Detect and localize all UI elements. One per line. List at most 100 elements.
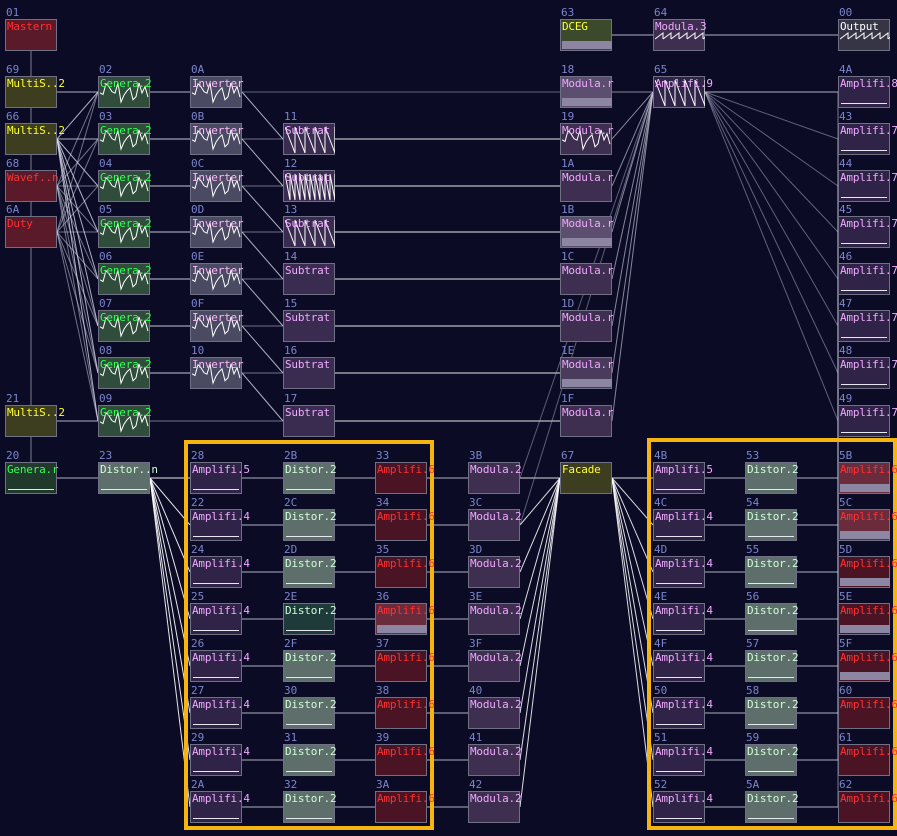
node-1d[interactable]: 1DModula.r xyxy=(560,298,614,342)
node-28[interactable]: 28Amplifi.5 xyxy=(190,450,250,494)
node-0d[interactable]: 0DInverter xyxy=(190,204,244,248)
node-0c[interactable]: 0CInverter xyxy=(190,158,244,202)
node-5e[interactable]: 5EAmplifi.6 xyxy=(838,591,897,635)
node-37[interactable]: 37Amplifi.6 xyxy=(375,638,435,682)
node-6a[interactable]: 6ADuty xyxy=(5,204,57,248)
node-60[interactable]: 60Amplifi.6 xyxy=(838,685,897,729)
node-5f[interactable]: 5FAmplifi.6 xyxy=(838,638,897,682)
node-33[interactable]: 33Amplifi.6 xyxy=(375,450,435,494)
node-35[interactable]: 35Amplifi.6 xyxy=(375,544,435,588)
node-39[interactable]: 39Amplifi.6 xyxy=(375,732,435,776)
node-2e[interactable]: 2EDistor.2 xyxy=(283,591,337,635)
node-22[interactable]: 22Amplifi.4 xyxy=(190,497,250,541)
node-1c[interactable]: 1CModula.r xyxy=(560,251,614,295)
node-5d[interactable]: 5DAmplifi.6 xyxy=(838,544,897,588)
node-49[interactable]: 49Amplifi.7 xyxy=(838,393,897,437)
node-01[interactable]: 01Mastern xyxy=(5,7,57,51)
node-46[interactable]: 46Amplifi.7 xyxy=(838,251,897,295)
node-3d[interactable]: 3DModula.2 xyxy=(468,544,522,588)
node-66[interactable]: 66MultiS..2 xyxy=(5,111,65,155)
node-13[interactable]: 13Subtrat xyxy=(283,204,336,248)
node-61[interactable]: 61Amplifi.6 xyxy=(838,732,897,776)
node-0e[interactable]: 0EInverter xyxy=(190,251,244,295)
node-11[interactable]: 11Subtrat xyxy=(283,111,336,155)
node-4e[interactable]: 4EAmplifi.4 xyxy=(653,591,713,635)
node-2f[interactable]: 2FDistor.2 xyxy=(283,638,337,682)
node-52[interactable]: 52Amplifi.4 xyxy=(653,779,713,823)
node-1b[interactable]: 1BModula.r xyxy=(560,204,614,248)
node-25[interactable]: 25Amplifi.4 xyxy=(190,591,250,635)
node-21[interactable]: 21MultiS..2 xyxy=(5,393,65,437)
node-29[interactable]: 29Amplifi.4 xyxy=(190,732,250,776)
node-43[interactable]: 43Amplifi.7 xyxy=(838,111,897,155)
node-2b[interactable]: 2BDistor.2 xyxy=(283,450,337,494)
node-1f[interactable]: 1FModula.r xyxy=(560,393,614,437)
node-2c[interactable]: 2CDistor.2 xyxy=(283,497,337,541)
node-12[interactable]: 12Subtrat xyxy=(283,158,336,202)
node-18[interactable]: 18Modula.r xyxy=(560,64,614,108)
node-0f[interactable]: 0FInverter xyxy=(190,298,244,342)
node-02[interactable]: 02Genera.2 xyxy=(98,64,152,108)
node-48[interactable]: 48Amplifi.7 xyxy=(838,345,897,389)
node-47[interactable]: 47Amplifi.7 xyxy=(838,298,897,342)
node-00[interactable]: 00Output xyxy=(838,7,897,51)
node-24[interactable]: 24Amplifi.4 xyxy=(190,544,250,588)
node-38[interactable]: 38Amplifi.6 xyxy=(375,685,435,729)
node-3e[interactable]: 3EModula.2 xyxy=(468,591,522,635)
node-14[interactable]: 14Subtrat xyxy=(283,251,335,295)
node-36[interactable]: 36Amplifi.6 xyxy=(375,591,435,635)
node-4b[interactable]: 4BAmplifi.5 xyxy=(653,450,713,494)
node-42[interactable]: 42Modula.2 xyxy=(468,779,522,823)
node-44[interactable]: 44Amplifi.7 xyxy=(838,158,897,202)
node-32[interactable]: 32Distor.2 xyxy=(283,779,337,823)
node-56[interactable]: 56Distor.2 xyxy=(745,591,799,635)
node-55[interactable]: 55Distor.2 xyxy=(745,544,799,588)
node-15[interactable]: 15Subtrat xyxy=(283,298,335,342)
node-31[interactable]: 31Distor.2 xyxy=(283,732,337,776)
node-4f[interactable]: 4FAmplifi.4 xyxy=(653,638,713,682)
node-53[interactable]: 53Distor.2 xyxy=(745,450,799,494)
node-4c[interactable]: 4CAmplifi.4 xyxy=(653,497,713,541)
node-2d[interactable]: 2DDistor.2 xyxy=(283,544,337,588)
node-40[interactable]: 40Modula.2 xyxy=(468,685,522,729)
node-1e[interactable]: 1EModula.r xyxy=(560,345,614,389)
node-10[interactable]: 10Inverter xyxy=(190,345,244,389)
node-5a[interactable]: 5ADistor.2 xyxy=(745,779,799,823)
node-0b[interactable]: 0BInverter xyxy=(190,111,244,155)
node-16[interactable]: 16Subtrat xyxy=(283,345,335,389)
node-68[interactable]: 68Wavef..n xyxy=(5,158,59,202)
node-4a[interactable]: 4AAmplifi.8 xyxy=(838,64,897,108)
node-3b[interactable]: 3BModula.2 xyxy=(468,450,522,494)
node-19[interactable]: 19Modula.r xyxy=(560,111,614,155)
node-27[interactable]: 27Amplifi.4 xyxy=(190,685,250,729)
node-65[interactable]: 65Amplifi.9 xyxy=(653,64,713,108)
node-64[interactable]: 64Modula.3 xyxy=(653,7,712,51)
node-03[interactable]: 03Genera.2 xyxy=(98,111,152,155)
node-3c[interactable]: 3CModula.2 xyxy=(468,497,522,541)
node-67[interactable]: 67Facade xyxy=(560,450,612,494)
node-26[interactable]: 26Amplifi.4 xyxy=(190,638,250,682)
node-58[interactable]: 58Distor.2 xyxy=(745,685,799,729)
node-57[interactable]: 57Distor.2 xyxy=(745,638,799,682)
node-45[interactable]: 45Amplifi.7 xyxy=(838,204,897,248)
node-50[interactable]: 50Amplifi.4 xyxy=(653,685,713,729)
node-4d[interactable]: 4DAmplifi.4 xyxy=(653,544,713,588)
node-5b[interactable]: 5BAmplifi.6 xyxy=(838,450,897,494)
node-51[interactable]: 51Amplifi.4 xyxy=(653,732,713,776)
node-54[interactable]: 54Distor.2 xyxy=(745,497,799,541)
node-23[interactable]: 23Distor..n xyxy=(98,450,158,494)
node-34[interactable]: 34Amplifi.6 xyxy=(375,497,435,541)
node-07[interactable]: 07Genera.2 xyxy=(98,298,152,342)
node-41[interactable]: 41Modula.2 xyxy=(468,732,522,776)
node-69[interactable]: 69MultiS..2 xyxy=(5,64,65,108)
node-63[interactable]: 63DCEG xyxy=(560,7,612,51)
node-20[interactable]: 20Genera.r xyxy=(5,450,59,494)
node-59[interactable]: 59Distor.2 xyxy=(745,732,799,776)
node-05[interactable]: 05Genera.2 xyxy=(98,204,152,248)
node-3f[interactable]: 3FModula.2 xyxy=(468,638,522,682)
node-5c[interactable]: 5CAmplifi.6 xyxy=(838,497,897,541)
node-2a[interactable]: 2AAmplifi.4 xyxy=(190,779,250,823)
node-62[interactable]: 62Amplifi.6 xyxy=(838,779,897,823)
node-06[interactable]: 06Genera.2 xyxy=(98,251,152,295)
node-1a[interactable]: 1AModula.r xyxy=(560,158,614,202)
